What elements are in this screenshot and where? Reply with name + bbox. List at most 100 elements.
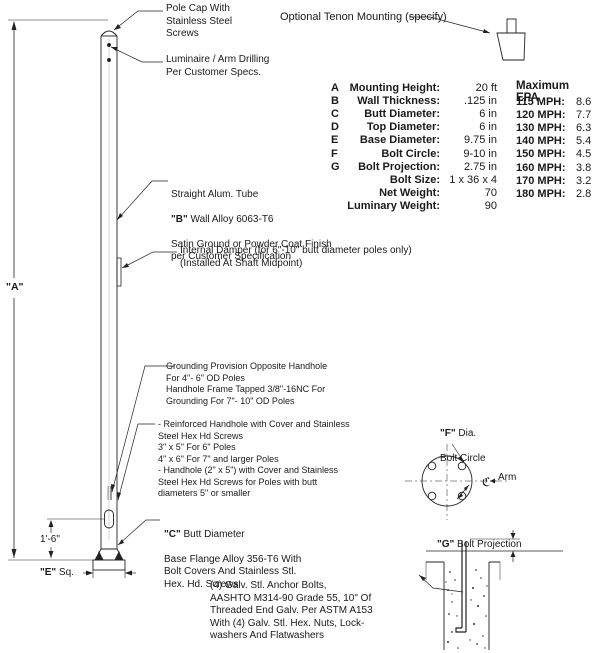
spec-label: Bolt Projection:: [358, 160, 440, 173]
spec-value: 1 x 36 x 4: [449, 173, 497, 186]
spec-label: Net Weight:: [379, 186, 440, 199]
e-line: "E" Sq.: [40, 567, 74, 580]
tenon-note: Optional Tenon Mounting (specify): [280, 11, 447, 23]
dim-e: [83, 570, 136, 578]
epa-speed: 160 MPH:: [516, 161, 566, 174]
spec-value: 9-10 in: [463, 147, 497, 160]
spec-value: 6 in: [479, 121, 497, 134]
anchor-bolt-section: [425, 530, 563, 650]
epa-title: Maximum EPA: [516, 80, 570, 104]
epa-value: 5.4: [576, 135, 592, 148]
g-text: Bolt Projection: [454, 538, 522, 550]
bolt-circle-view: ℭ: [405, 443, 508, 520]
pole-cap-note: Pole Cap With Stainless Steel Screws: [166, 3, 233, 39]
epa-value: 6.3: [576, 122, 592, 135]
epa-speed: 150 MPH:: [516, 148, 566, 161]
label-g: "G": [437, 538, 455, 550]
spec-value: 6 in: [479, 108, 497, 121]
spec-value: 9.75 in: [463, 134, 497, 147]
shaft-note: Straight Alum. Tube "B" Wall Alloy 6063-…: [171, 176, 332, 276]
spec-label: Mounting Height:: [349, 82, 440, 94]
shaft-note-rest: Satin Ground or Powder Coat Finish per C…: [171, 238, 332, 263]
epa-row: 120 MPH: 7.7: [0, 109, 600, 122]
spec-label: Base Diameter:: [359, 134, 440, 147]
epa-row: 150 MPH: 4.5: [0, 148, 600, 161]
bolt-circle-note: "F" Dia. Bolt Circle: [440, 415, 486, 478]
spec-value: 20 ft: [475, 82, 497, 94]
spec-key: B: [331, 95, 339, 108]
dim-handhole-height-label: 1'-6": [40, 534, 60, 547]
spec-value: 90: [484, 199, 497, 212]
spec-key: G: [331, 160, 340, 173]
epa-row: 170 MPH:3.2: [0, 175, 600, 188]
spec-row: C Butt Diameter: 6 in: [0, 108, 600, 121]
handhole-note: - Reinforced Handhole with Cover and Sta…: [158, 419, 350, 498]
base-note: "C" Butt Diameter Base Flange Alloy 356-…: [164, 516, 301, 604]
spec-key: A: [331, 82, 339, 94]
epa-value: 4.5: [576, 148, 592, 161]
spec-row: Net Weight: 70: [0, 187, 600, 200]
epa-speed: 115 MPH:: [516, 96, 565, 108]
spec-value: 70: [484, 186, 497, 199]
label-e: "E": [40, 567, 57, 578]
bolt-projection-label: "G" Bolt Projection: [437, 526, 522, 564]
spec-row: Luminary Weight: 90: [0, 200, 600, 213]
spec-value: 2.75 in: [463, 160, 497, 173]
e-text: Sq.: [56, 567, 74, 578]
svg-text:ℭ: ℭ: [482, 475, 490, 489]
anchor-bolt-note: (4) Galv. Stl. Anchor Bolts, AASHTO M314…: [210, 580, 373, 641]
spec-row: B Wall Thickness: .125 in: [0, 95, 600, 108]
epa-speed: 180 MPH:: [516, 187, 566, 200]
butt-diameter-text: Butt Diameter: [180, 528, 245, 540]
base-flange: [92, 548, 126, 571]
epa-value: 7.7: [576, 109, 592, 122]
epa-value: 3.8: [576, 161, 592, 174]
f-dia-line: "F" Dia.: [440, 428, 486, 441]
grounding-note: Grounding Provision Opposite Handhole Fo…: [166, 361, 328, 406]
label-c: "C": [164, 528, 181, 540]
dim-a: [8, 19, 108, 561]
shaft-note-wall: Wall Alloy 6063-T6: [187, 213, 274, 225]
bolt-circle-label: Bolt Circle: [440, 452, 486, 464]
epa-speed: 140 MPH:: [516, 135, 566, 148]
damper-note: Internal Damper (for 6"-10" butt diamete…: [180, 245, 412, 269]
spec-row: F Bolt Circle: 9-10 in: [0, 148, 600, 161]
spec-label: Butt Diameter:: [364, 108, 440, 121]
spec-label: Wall Thickness:: [357, 95, 440, 108]
epa-speed: 130 MPH:: [516, 122, 566, 135]
butt-diameter-line: "C" Butt Diameter: [164, 529, 301, 542]
epa-speed: 120 MPH:: [516, 109, 566, 122]
shaft-note-line2: "B" Wall Alloy 6063-T6: [171, 214, 332, 227]
spec-key: C: [331, 108, 339, 121]
epa-row: 140 MPH: 5.4: [0, 135, 600, 148]
epa-value: 2.8: [576, 187, 592, 200]
epa-row: 115 MPH: 8.6: [0, 96, 600, 109]
spec-row: G Bolt Projection: 2.75 in: [0, 161, 600, 174]
pole-shaft: [100, 30, 122, 549]
arm-label: Arm: [498, 472, 517, 483]
leader-lines: [110, 10, 491, 593]
spec-label: Luminary Weight:: [347, 199, 440, 212]
spec-row: E Base Diameter: 9.75 in: [0, 134, 600, 147]
spec-key: E: [331, 134, 339, 147]
label-b: "B": [171, 213, 188, 225]
epa-speed: 170 MPH:: [516, 174, 566, 187]
g-line: "G" Bolt Projection: [437, 539, 522, 552]
dim-handhole-height: [47, 518, 104, 558]
spec-label: Bolt Circle:: [381, 147, 440, 160]
spec-label: Bolt Size:: [389, 173, 440, 186]
spec-value: .125 in: [463, 95, 497, 108]
dim-e-label: "E" Sq.: [40, 567, 74, 580]
label-f: "F": [440, 427, 456, 439]
epa-row: 130 MPH: 6.3: [0, 122, 600, 135]
spec-key: D: [331, 121, 339, 134]
epa-row: 180 MPH: 2.8: [0, 188, 600, 201]
spec-row: A Mounting Height: 20 ft: [0, 82, 600, 95]
f-dia-text: Dia.: [455, 427, 477, 439]
epa-value: 8.6: [576, 96, 592, 108]
luminaire-note: Luminaire / Arm Drilling Per Customer Sp…: [166, 54, 270, 78]
spec-key: F: [331, 147, 338, 160]
